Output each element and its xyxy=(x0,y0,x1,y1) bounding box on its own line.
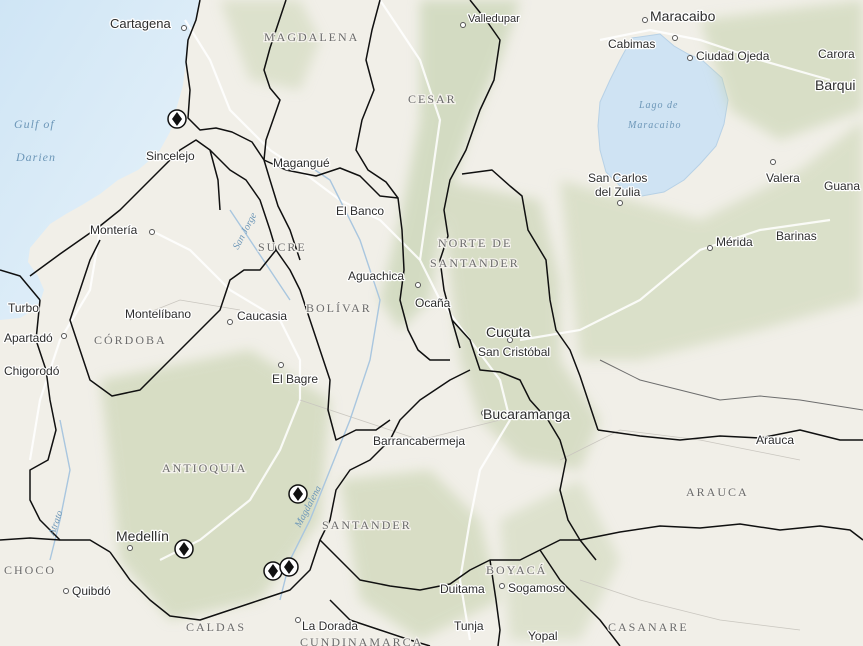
dept-label-casanare: CASANARE xyxy=(608,620,689,634)
department-labels: MAGDALENA CESAR SUCRE NORTE DE SANTANDER… xyxy=(3,29,749,646)
city-label-cucuta: Cucuta xyxy=(486,324,531,340)
diamond-marker-icon[interactable] xyxy=(263,561,283,581)
dept-label-choco: CHOCO xyxy=(4,563,56,577)
city-label-aguachica: Aguachica xyxy=(348,269,404,283)
city-label-bucaramanga: Bucaramanga xyxy=(483,406,570,422)
dept-label-cundinamarca: CUNDINAMARCA xyxy=(300,635,423,646)
dept-label-boyaca: BOYACÁ xyxy=(486,563,547,577)
dept-label-sucre: SUCRE xyxy=(258,240,307,254)
city-label-ocana: Ocaña xyxy=(415,296,451,310)
diamond-marker-icon[interactable] xyxy=(288,484,308,504)
city-label-quibdo: Quibdó xyxy=(72,584,111,598)
city-label-monteria: Montería xyxy=(90,223,138,237)
city-label-san-cristobal: San Cristóbal xyxy=(478,345,550,359)
dept-label-arauca: ARAUCA xyxy=(686,485,749,499)
city-label-medellin: Medellín xyxy=(116,528,169,544)
city-label-del-zulia: del Zulia xyxy=(595,185,641,199)
city-label-magangue: Magangué xyxy=(273,156,330,170)
roads-layer xyxy=(28,0,831,641)
city-labels: Cartagena Valledupar Maracaibo Cabimas C… xyxy=(3,7,862,645)
dept-label-caldas: CALDAS xyxy=(186,620,246,634)
city-label-valera: Valera xyxy=(766,171,800,185)
city-label-el-banco: El Banco xyxy=(336,204,384,218)
water-labels: Gulf of Darien Lago de Maracaibo xyxy=(14,100,681,164)
water-label-lago-1: Lago de xyxy=(638,100,679,111)
dept-label-norte-de-santander-2: SANTANDER xyxy=(430,256,520,270)
dept-label-cesar: CESAR xyxy=(408,92,457,106)
city-label-la-dorada: La Dorada xyxy=(302,619,358,633)
city-label-chigorodo: Chigorodó xyxy=(4,364,60,378)
city-label-yopal: Yopal xyxy=(528,629,558,643)
city-label-sogamoso: Sogamoso xyxy=(508,581,566,595)
lake-maracaibo xyxy=(597,33,729,197)
dept-label-cordoba: CÓRDOBA xyxy=(94,333,167,347)
dept-label-magdalena: MAGDALENA xyxy=(264,30,359,44)
city-label-barrancabermeja: Barrancabermeja xyxy=(373,434,465,448)
diamond-marker-icon[interactable] xyxy=(174,539,194,559)
city-label-barquisimeto: Barqui xyxy=(815,77,855,93)
markers-layer xyxy=(167,109,308,581)
terrain-relief xyxy=(100,0,863,640)
city-label-ciudad-ojeda: Ciudad Ojeda xyxy=(696,49,770,63)
water-label-gulf-of-darien-2: Darien xyxy=(15,150,56,164)
water-label-gulf-of-darien-1: Gulf of xyxy=(14,117,55,131)
city-label-caucasia: Caucasia xyxy=(237,309,287,323)
diamond-marker-icon[interactable] xyxy=(167,109,187,129)
city-label-carora: Carora xyxy=(818,47,855,61)
city-label-valledupar: Valledupar xyxy=(468,13,520,25)
city-label-barinas: Barinas xyxy=(776,229,817,243)
city-label-turbo: Turbo xyxy=(8,301,39,315)
diamond-marker-icon[interactable] xyxy=(279,557,299,577)
dept-label-bolivar: BOLÍVAR xyxy=(306,301,372,315)
city-label-tunja: Tunja xyxy=(454,619,484,633)
dept-label-santander: SANTANDER xyxy=(322,518,412,532)
caribbean-sea xyxy=(0,0,200,320)
city-label-el-bagre: El Bagre xyxy=(272,372,318,386)
city-label-montelibano: Montelíbano xyxy=(125,307,191,321)
dept-label-antioquia: ANTIOQUIA xyxy=(162,461,247,475)
city-label-merida: Mérida xyxy=(716,235,753,249)
city-label-san-carlos: San Carlos xyxy=(588,171,647,185)
water-label-lago-2: Maracaibo xyxy=(627,120,681,131)
city-label-duitama: Duitama xyxy=(440,582,485,596)
city-label-cartagena: Cartagena xyxy=(110,16,171,31)
city-label-guanare: Guana xyxy=(824,179,860,193)
city-dots xyxy=(43,17,776,629)
city-label-sincelejo: Sincelejo xyxy=(146,149,195,163)
city-label-arauca: Arauca xyxy=(756,433,794,447)
dept-label-norte-de-santander-1: NORTE DE xyxy=(438,236,512,250)
city-label-cabimas: Cabimas xyxy=(608,37,655,51)
city-label-maracaibo: Maracaibo xyxy=(650,8,716,24)
city-label-apartado: Apartadó xyxy=(4,331,53,345)
